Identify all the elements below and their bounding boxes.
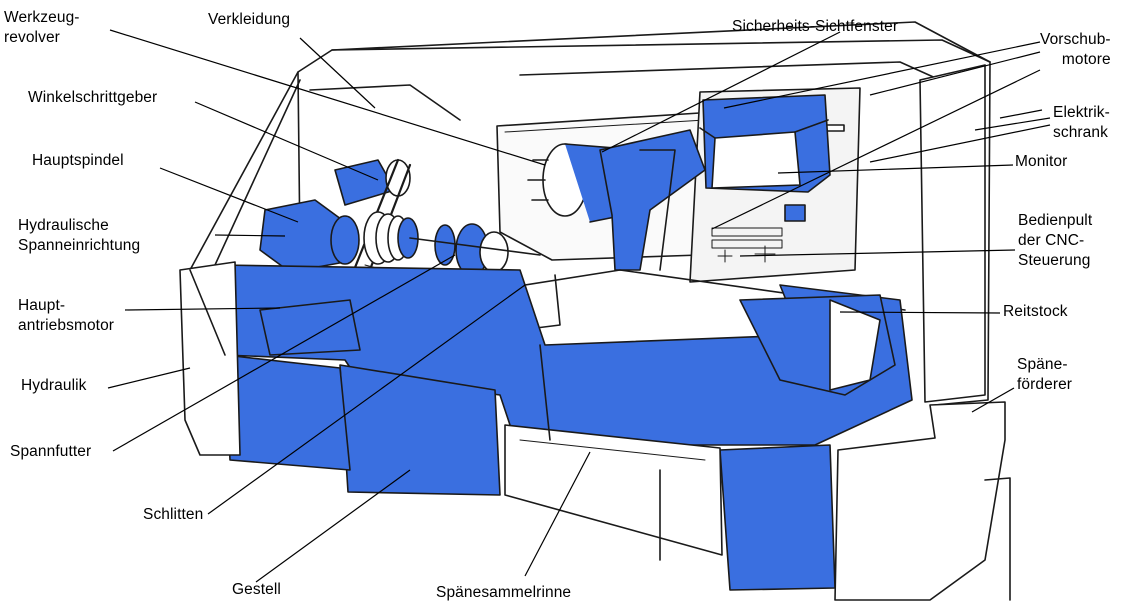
label-schlitten: Schlitten <box>143 506 204 523</box>
chip-trough <box>504 424 723 556</box>
label-verkleidung: Verkleidung <box>208 11 291 28</box>
label-winkelschrittgeber: Winkelschrittgeber <box>28 89 158 106</box>
electrical-cabinet <box>919 64 986 403</box>
label-hauptspindel: Hauptspindel <box>32 152 124 169</box>
label-hydraulik: Hydraulik <box>21 377 87 394</box>
leader-lines <box>107 29 1051 583</box>
label-spannfutter: Spannfutter <box>10 443 92 460</box>
label-reitstock: Reitstock <box>1003 303 1068 320</box>
label-bedienpult: Bedienpult der CNC- Steuerung <box>1018 212 1093 269</box>
panel-key <box>784 204 806 222</box>
label-sicherheits-sichtfenster: Sicherheits-Sichtfenster <box>732 18 899 35</box>
hydraulic-unit <box>179 261 241 456</box>
monitor-unit <box>699 94 831 193</box>
label-hydraulische-spanneinrichtung: Hydraulische Spanneinrichtung <box>18 217 141 254</box>
label-spaenesammelrinne: Spänesammelrinne <box>436 584 572 601</box>
label-werkzeugrevolver: Werkzeug- revolver <box>4 9 80 46</box>
label-vorschubmotore: Vorschub- motore <box>1040 31 1111 68</box>
label-spaenefoerderer: Späne- förderer <box>1017 356 1073 393</box>
carriage <box>599 129 706 271</box>
label-monitor: Monitor <box>1015 153 1068 170</box>
machine-bed-body <box>219 264 913 591</box>
chip-conveyor <box>834 401 1006 601</box>
main-spindle <box>259 199 541 277</box>
label-elektrikschrank: Elektrik- schrank <box>1053 104 1110 141</box>
label-hauptantriebsmotor: Haupt- antriebsmotor <box>18 297 115 334</box>
label-gestell: Gestell <box>232 581 281 598</box>
